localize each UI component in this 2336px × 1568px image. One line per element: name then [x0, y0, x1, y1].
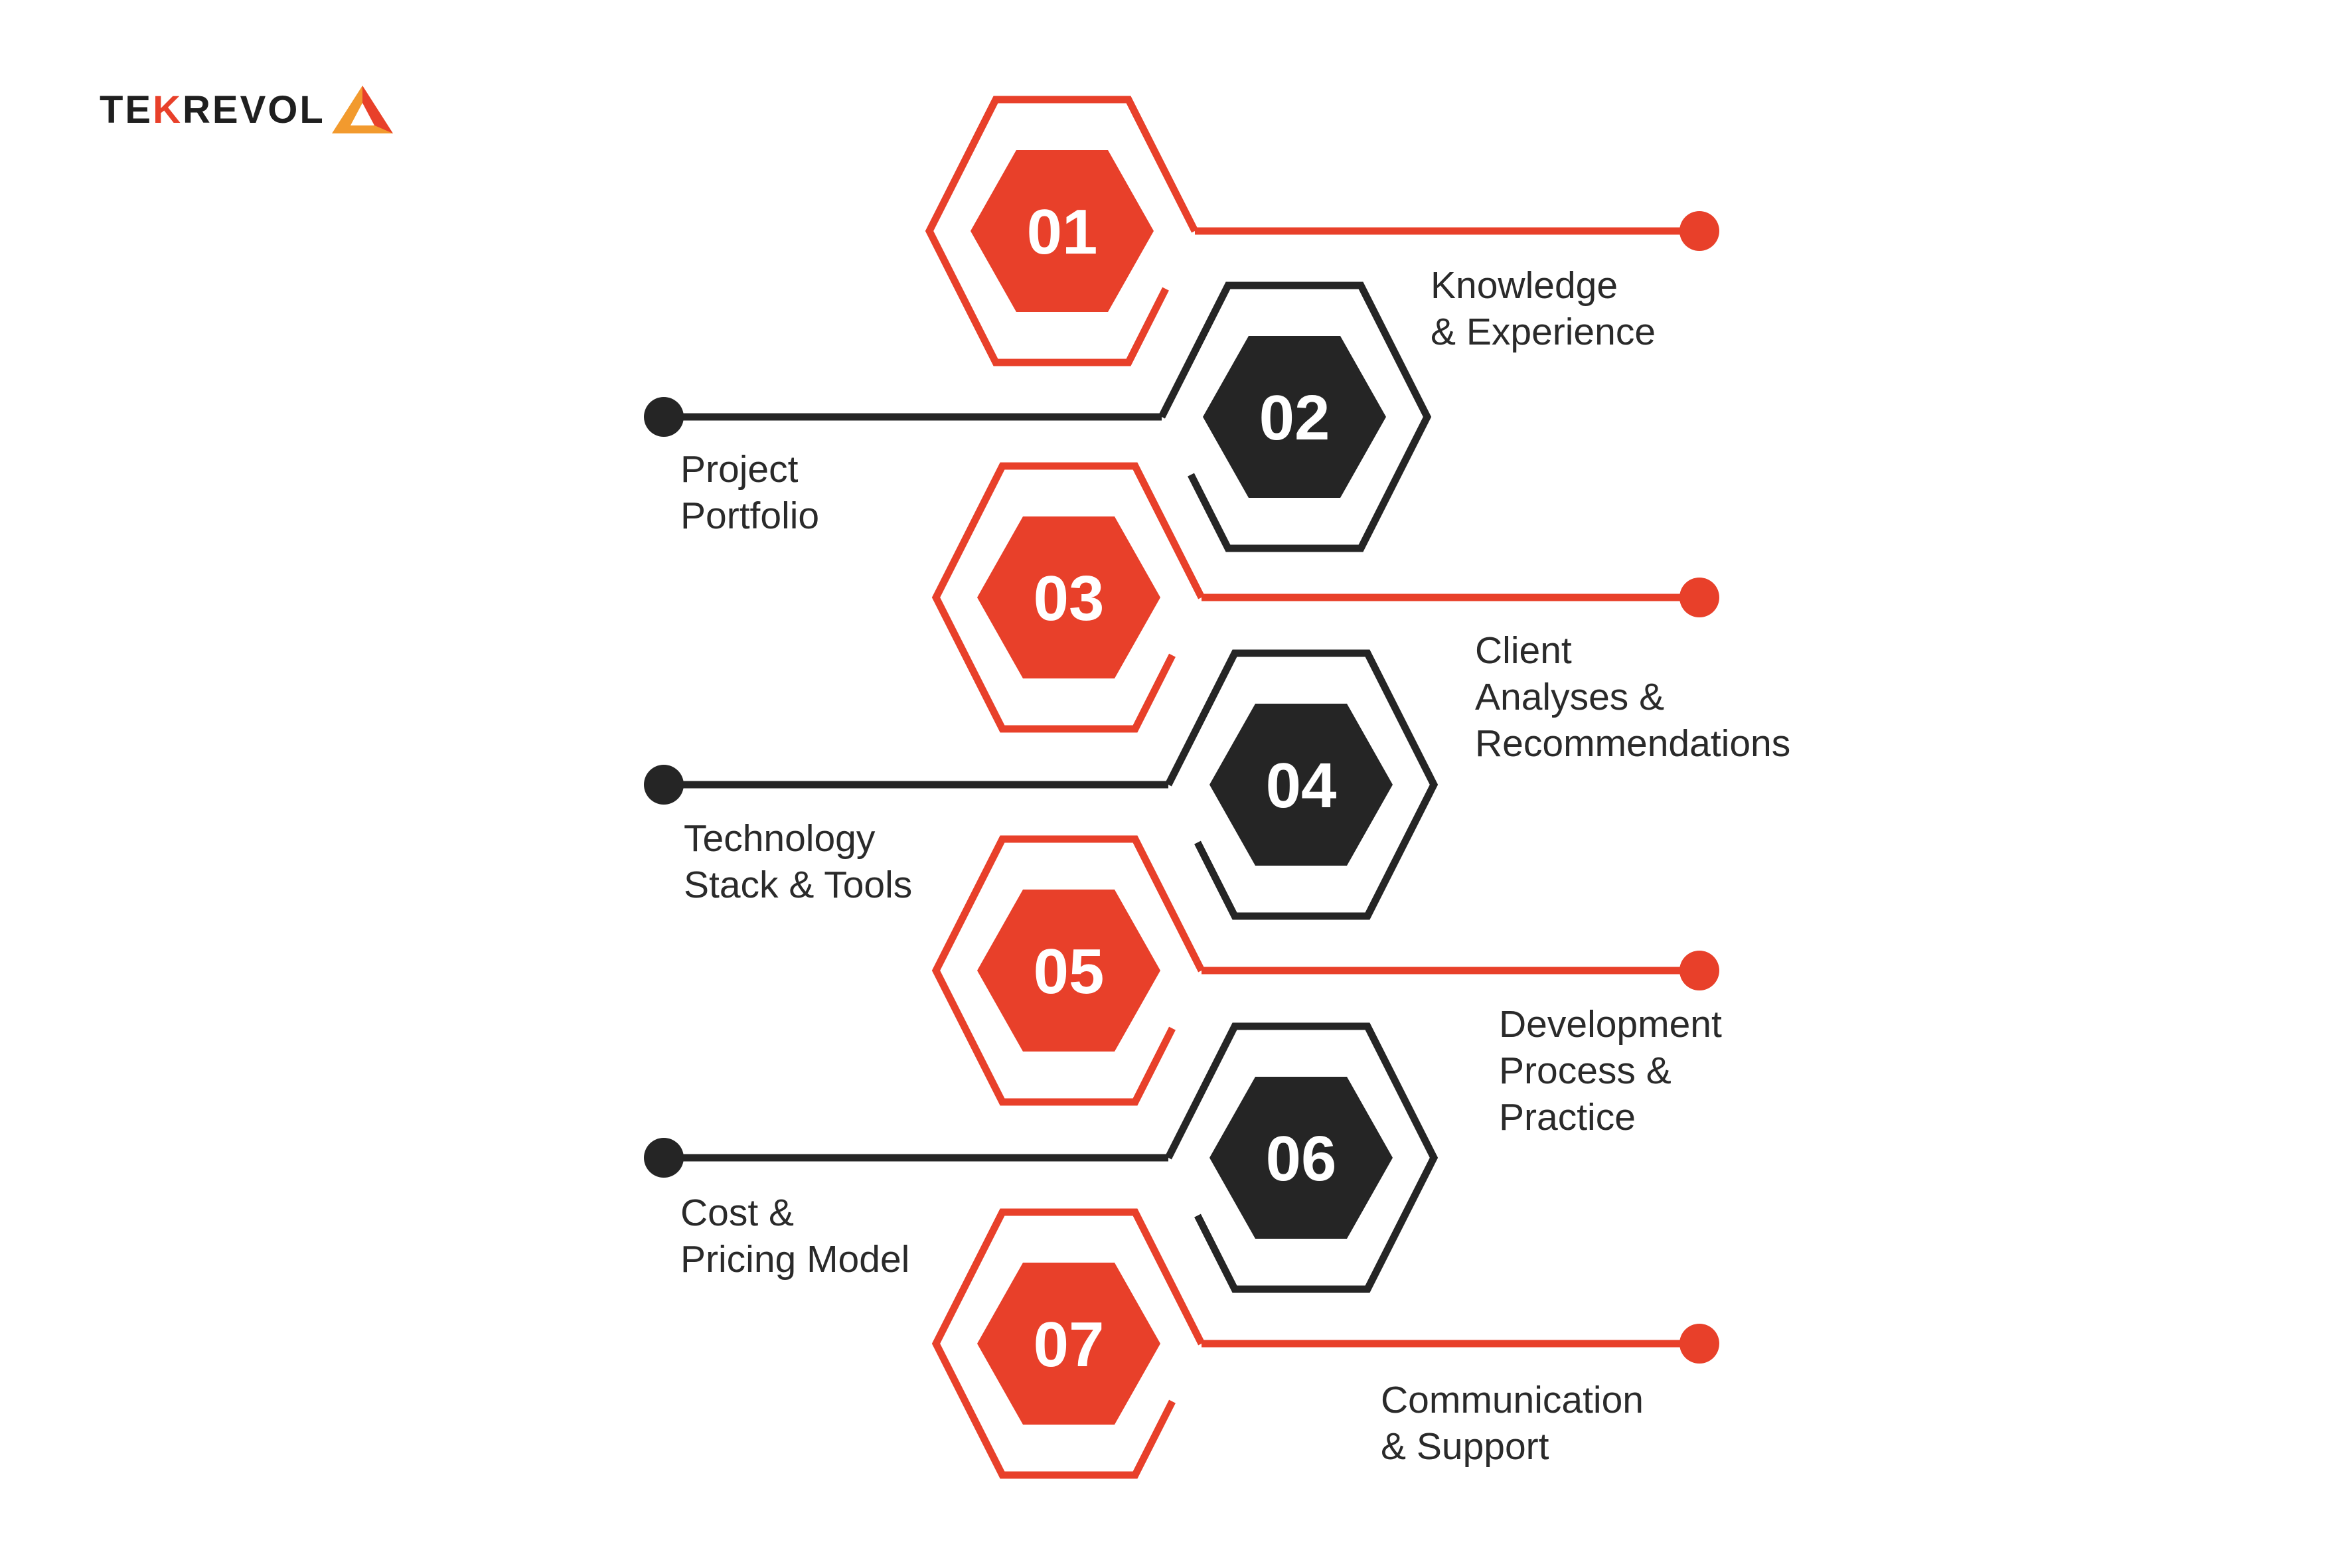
brand-logo: TEKREVOL [100, 80, 396, 139]
step-number: 05 [1034, 936, 1105, 1007]
logo-text-accent: K [153, 88, 183, 131]
hexagon-outline [931, 835, 1205, 1106]
hexagon-fill [1203, 336, 1386, 498]
step-number: 01 [1027, 196, 1098, 268]
connector-dot [644, 397, 684, 437]
step-number: 06 [1266, 1123, 1337, 1194]
step-number: 07 [1034, 1309, 1105, 1380]
hexagon-outline [1165, 649, 1439, 920]
step-03: 03 [931, 462, 1719, 733]
step-number: 04 [1266, 750, 1337, 821]
step-04: 04 [644, 649, 1439, 920]
hexagon-fill [1209, 1077, 1393, 1239]
connector-dot [644, 765, 684, 805]
step-02: 02 [644, 281, 1432, 552]
hexagon-outline [931, 1208, 1205, 1479]
logo-wordmark: TEKREVOL [100, 88, 325, 132]
hexagon-fill [977, 890, 1160, 1052]
connector-dot [1679, 1324, 1719, 1364]
step-number: 02 [1259, 382, 1330, 453]
step-label: Cost & Pricing Model [680, 1192, 910, 1281]
hexagon-outline [1158, 281, 1432, 552]
step-06: 06 [644, 1022, 1439, 1293]
step-number: 03 [1034, 563, 1105, 634]
step-label: Knowledge & Experience [1431, 264, 1656, 353]
triangle-logo-icon [331, 86, 393, 133]
hexagon-fill [977, 516, 1160, 678]
step-label: Communication & Support [1381, 1379, 1644, 1468]
hexagon-outline [1165, 1022, 1439, 1293]
step-label: Development Process & Practice [1499, 1003, 1722, 1138]
step-05: 05 [931, 835, 1719, 1106]
hexagon-fill [977, 1263, 1160, 1425]
connector-dot [1679, 211, 1719, 251]
step-label: Client Analyses & Recommendations [1475, 629, 1791, 765]
logo-text-part: REVOL [183, 88, 325, 131]
hexagon-outline [925, 96, 1198, 366]
hexagon-fill [971, 150, 1154, 312]
step-label: Project Portfolio [680, 448, 820, 537]
connector-dot [1679, 578, 1719, 617]
hexagon-outline [931, 462, 1205, 733]
hexagon-fill [1209, 704, 1393, 866]
step-07: 07 [931, 1208, 1719, 1479]
connector-dot [1679, 951, 1719, 990]
step-01: 01 [925, 96, 1719, 366]
connector-dot [644, 1138, 684, 1178]
step-label: Technology Stack & Tools [684, 817, 913, 906]
logo-text-part: TE [100, 88, 153, 131]
